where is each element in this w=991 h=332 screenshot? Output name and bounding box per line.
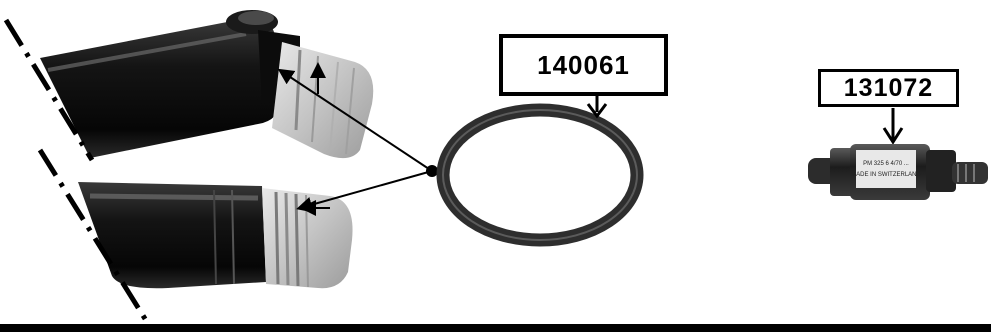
lower-tube (78, 182, 353, 289)
connection-dot (426, 165, 438, 177)
bottom-rule (0, 324, 991, 332)
dash-dot-break-line (3, 18, 155, 332)
o-ring (436, 103, 644, 247)
filter-body-text-2: MADE IN SWITZERLAND (851, 172, 921, 178)
inline-filter: PM 325 6 4/70 ... MADE IN SWITZERLAND (808, 144, 988, 200)
part-number-label-131072: 131072 (818, 69, 959, 107)
filter-body-text-1: PM 325 6 4/70 ... (863, 161, 909, 167)
leader-lines (277, 62, 433, 216)
arrow (882, 108, 904, 145)
arrow (586, 96, 608, 119)
upper-tube-elbow (40, 10, 374, 159)
part-number-label-140061: 140061 (499, 34, 668, 96)
